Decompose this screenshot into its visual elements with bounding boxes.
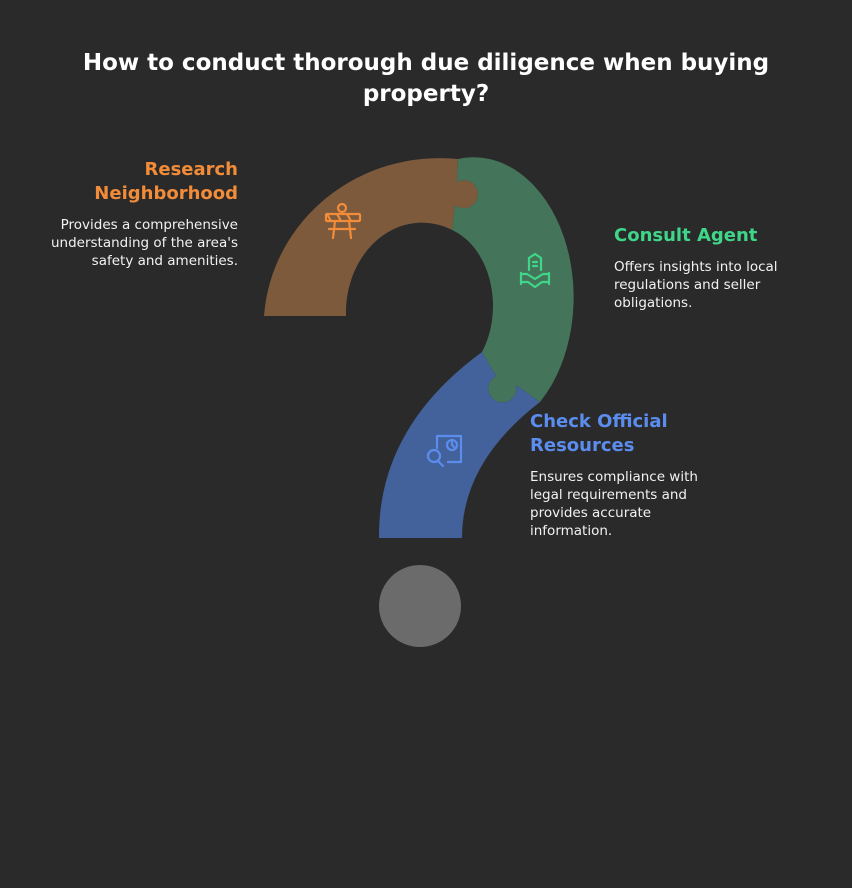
handshake-agent-icon [519,252,551,289]
puzzle-piece-research[interactable] [264,158,478,316]
step-description: Provides a comprehensive understanding o… [50,217,238,269]
puzzle-piece-consult[interactable] [452,157,574,403]
step-heading: Consult Agent [614,225,758,246]
step-heading: Check Official Resources [530,411,668,456]
question-mark-dot [379,565,461,647]
step-description: Offers insights into local regulations a… [614,259,778,311]
step-check-official-resources: Check Official Resources Ensures complia… [530,410,730,540]
step-description: Ensures compliance with legal requiremen… [530,469,698,539]
page-title: How to conduct thorough due diligence wh… [82,50,770,107]
puzzle-piece-official[interactable] [378,352,540,538]
step-heading: Research Neighborhood [94,159,238,204]
document-search-icon [426,434,463,468]
step-research-neighborhood: Research Neighborhood Provides a compreh… [30,158,238,270]
step-consult-agent: Consult Agent Offers insights into local… [614,224,814,312]
roadblock-icon [324,202,362,240]
